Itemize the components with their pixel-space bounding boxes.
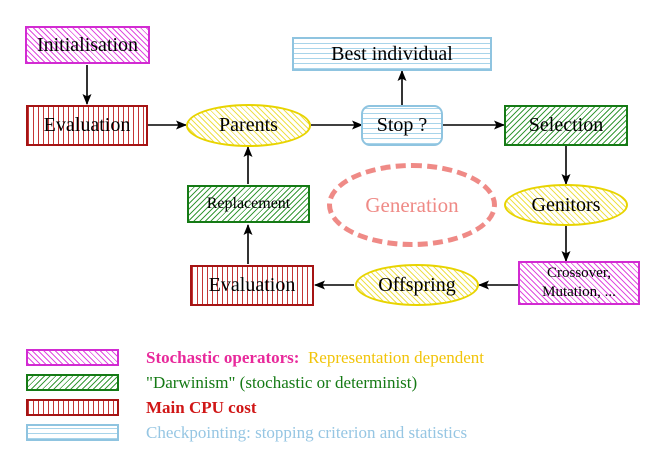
node-evaluation-top[interactable]: Evaluation <box>26 105 148 146</box>
legend-label-darwinism-lead: "Darwinism" (stochastic or determinist) <box>146 372 418 392</box>
legend-row-cpu-cost: Main CPU cost <box>26 395 646 420</box>
legend-label-stochastic-lead: Stochastic operators: <box>146 347 300 367</box>
legend-label-darwinism: "Darwinism" (stochastic or determinist) <box>146 373 417 393</box>
node-crossover-label-line2: Mutation, ... <box>542 284 616 300</box>
legend-swatch-green-diagonal-hatch-icon <box>26 374 119 391</box>
node-evaluation-bottom-label: Evaluation <box>208 274 296 296</box>
node-evaluation-top-label: Evaluation <box>43 114 131 136</box>
node-offspring[interactable]: Offspring <box>355 264 479 306</box>
node-selection-label: Selection <box>528 114 604 136</box>
node-best-individual[interactable]: Best individual <box>292 37 492 71</box>
legend-label-cpu-cost-lead: Main CPU cost <box>146 397 257 417</box>
node-stop-label: Stop ? <box>376 114 428 136</box>
legend-label-checkpointing: Checkpointing: stopping criterion and st… <box>146 423 467 443</box>
node-parents[interactable]: Parents <box>186 104 311 147</box>
node-genitors[interactable]: Genitors <box>504 184 628 226</box>
legend-swatch-magenta-diagonal-hatch-icon <box>26 349 119 366</box>
legend-row-darwinism: "Darwinism" (stochastic or determinist) <box>26 370 646 395</box>
legend-label-checkpointing-lead: Checkpointing: stopping criterion and st… <box>146 422 468 442</box>
legend-label-cpu-cost: Main CPU cost <box>146 398 256 418</box>
annotation-generation-ellipse: Generation <box>327 163 497 247</box>
node-stop[interactable]: Stop ? <box>361 105 443 146</box>
node-evaluation-bottom[interactable]: Evaluation <box>190 265 314 306</box>
node-replacement-label: Replacement <box>206 194 291 212</box>
node-selection[interactable]: Selection <box>504 105 628 146</box>
legend-label-stochastic: Stochastic operators: Representation dep… <box>146 348 484 368</box>
legend-label-stochastic-accent: Representation dependent <box>307 347 485 367</box>
legend-row-stochastic: Stochastic operators: Representation dep… <box>26 345 646 370</box>
annotation-generation-label: Generation <box>365 192 459 217</box>
node-replacement[interactable]: Replacement <box>187 185 310 223</box>
node-crossover-mutation[interactable]: Crossover, Mutation, ... <box>518 261 640 305</box>
node-crossover-label-line1: Crossover, <box>547 265 611 282</box>
node-initialisation-label: Initialisation <box>36 33 139 56</box>
legend-swatch-red-vertical-lines-icon <box>26 399 119 416</box>
node-best-individual-label: Best individual <box>331 42 453 65</box>
legend-swatch-blue-horizontal-lines-icon <box>26 424 119 441</box>
node-initialisation[interactable]: Initialisation <box>25 26 150 64</box>
node-genitors-label: Genitors <box>531 193 601 216</box>
legend-row-checkpointing: Checkpointing: stopping criterion and st… <box>26 420 646 445</box>
node-parents-label: Parents <box>219 114 278 136</box>
legend: Stochastic operators: Representation dep… <box>26 345 646 445</box>
node-offspring-label: Offspring <box>378 273 456 296</box>
